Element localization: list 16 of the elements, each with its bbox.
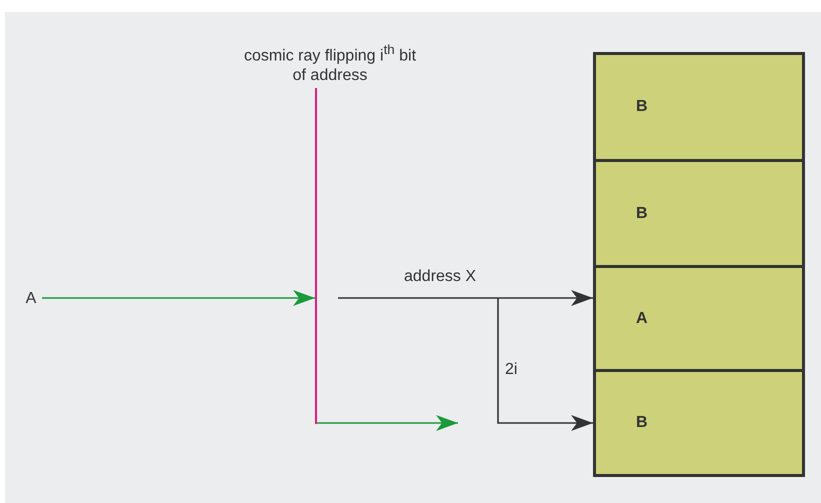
arrow [317,415,458,431]
arrow [497,298,593,431]
cell-label: B [636,98,648,116]
cosmic-ray-line [315,88,317,424]
caption-text: cosmic ray flipping i$^{th}$ bit of address [242,41,418,86]
cell-label: B [636,205,648,223]
cell-label: B [636,414,648,432]
memory-cell [593,265,805,372]
edge-label: 2i [505,361,518,379]
edge-label: address X [404,268,476,286]
node-label: A [20,288,42,310]
cell-label: A [636,310,648,328]
arrow [42,290,315,306]
memory-cell [593,52,805,162]
memory-cell [593,369,805,477]
arrow [338,290,593,306]
